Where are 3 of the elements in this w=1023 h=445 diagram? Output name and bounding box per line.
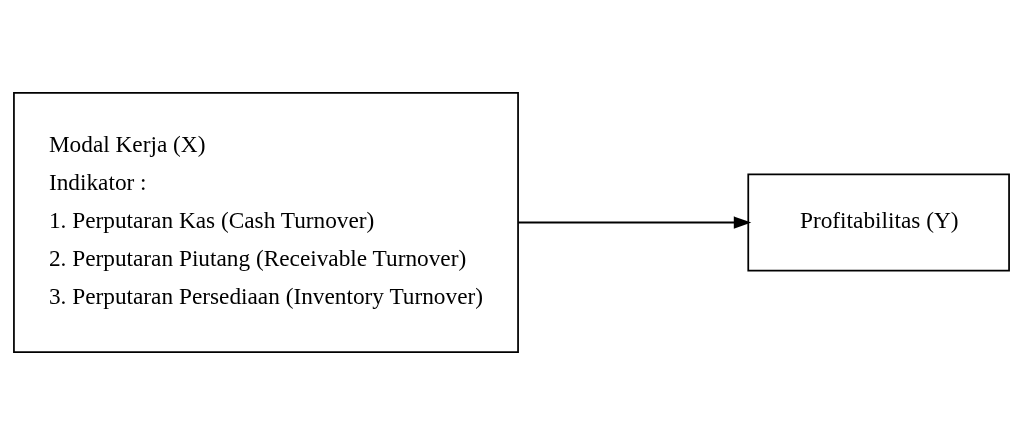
node-box: Profitabilitas (Y) [747, 173, 1010, 272]
node-box: Modal Kerja (X) Indikator : 1. Perputaran Kas (Cash Turnover) 2. Perputaran Piutang (Receivable Turnover) 3. Perputaran Persediaan (Inventory Turnover) [13, 91, 519, 354]
arrow [518, 216, 752, 229]
